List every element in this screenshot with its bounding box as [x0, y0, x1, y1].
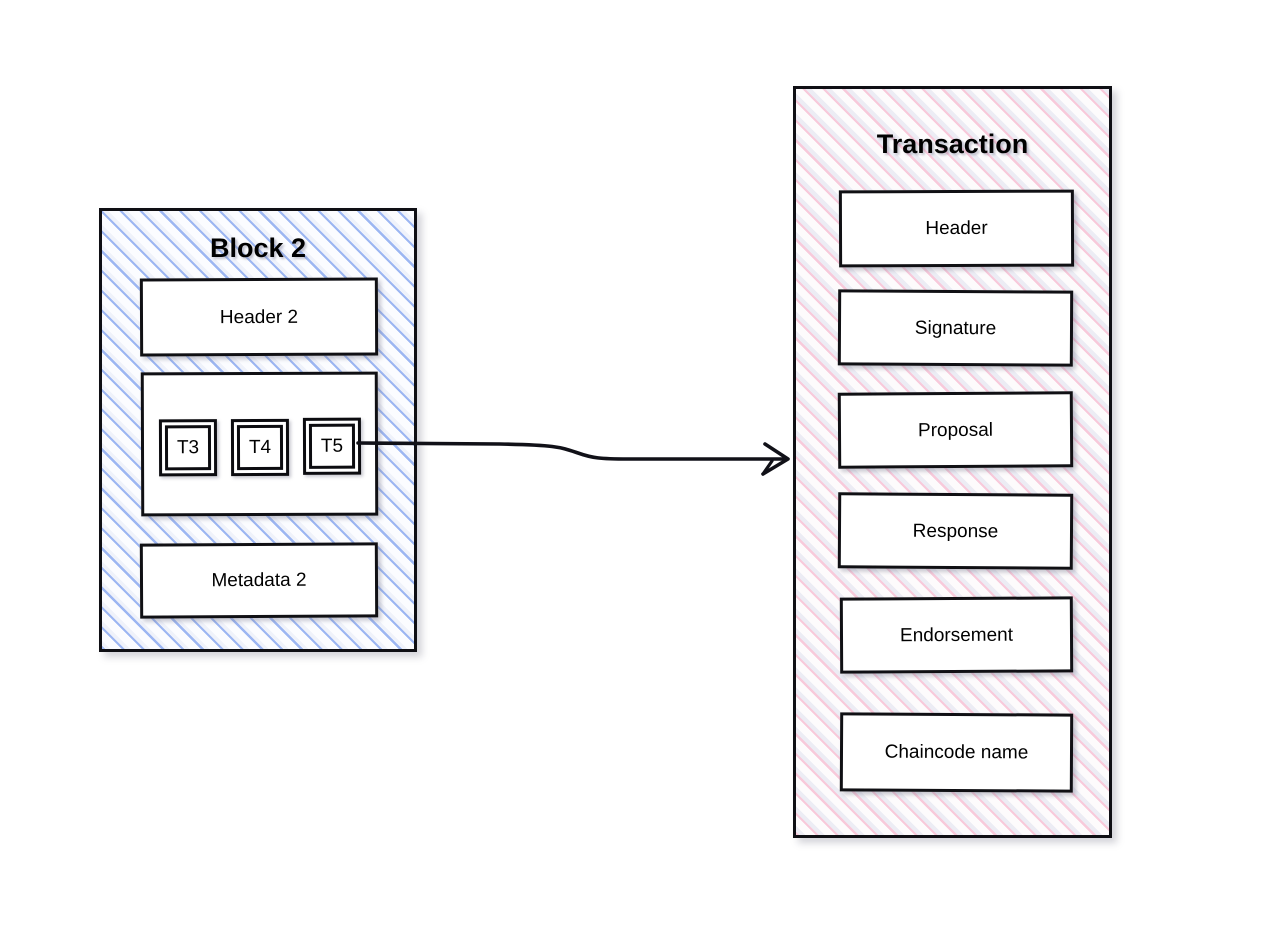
connector-line — [356, 441, 785, 461]
block-transactions-group: T3 T4 T5 — [140, 371, 379, 517]
transaction-field-chaincode-name[interactable]: Chaincode name — [839, 712, 1074, 793]
open-v-arrowhead-tail-icon — [761, 459, 774, 476]
transaction-box-t5-label: T5 — [320, 435, 344, 457]
transaction-field-signature-label: Signature — [914, 317, 997, 339]
block-metadata-label: Metadata 2 — [211, 569, 307, 592]
transaction-field-response-label: Response — [912, 520, 999, 542]
block-header-box[interactable]: Header 2 — [139, 277, 379, 357]
transaction-field-response[interactable]: Response — [837, 492, 1074, 570]
transaction-field-endorsement-label: Endorsement — [899, 624, 1014, 646]
transaction-box-t5[interactable]: T5 — [302, 417, 362, 475]
block-metadata-box[interactable]: Metadata 2 — [139, 542, 379, 619]
transaction-field-proposal-label: Proposal — [917, 419, 994, 441]
transaction-field-header-label: Header — [925, 217, 988, 240]
transaction-field-chaincode-name-label: Chaincode name — [884, 741, 1029, 764]
transaction-field-proposal[interactable]: Proposal — [837, 391, 1074, 469]
transaction-field-header[interactable]: Header — [838, 189, 1075, 268]
transaction-field-signature[interactable]: Signature — [837, 289, 1074, 367]
transaction-box-t3-label: T3 — [176, 437, 200, 459]
transaction-box-t4-label: T4 — [248, 436, 272, 459]
transaction-field-endorsement[interactable]: Endorsement — [839, 596, 1074, 674]
transaction-box-t3[interactable]: T3 — [158, 419, 218, 477]
transaction-panel-title: Transaction — [876, 129, 1029, 159]
block-header-label: Header 2 — [219, 306, 299, 328]
transaction-box-t4[interactable]: T4 — [230, 418, 290, 477]
block-2-title: Block 2 — [209, 233, 307, 263]
open-v-arrowhead-icon — [761, 442, 790, 476]
